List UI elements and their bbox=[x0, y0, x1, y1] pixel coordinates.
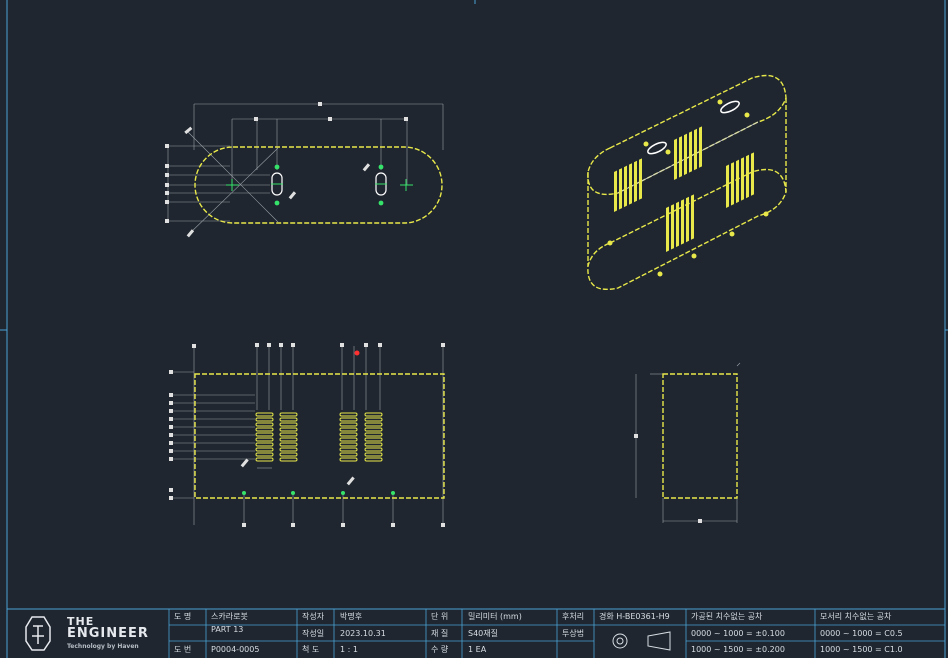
top-view-outline bbox=[194, 146, 443, 224]
isometric-view bbox=[587, 74, 787, 290]
tol2-row2: 1000 ~ 1500 = C1.0 bbox=[820, 645, 903, 654]
tol1-title: 가공된 치수없는 공차 bbox=[691, 612, 763, 621]
iso-holes bbox=[607, 99, 769, 277]
qty: 1 EA bbox=[468, 645, 487, 654]
material-label: 재 질 bbox=[431, 629, 449, 638]
front-view-outline bbox=[194, 373, 445, 499]
drawing-no-label: 도 번 bbox=[174, 645, 192, 654]
date: 2023.10.31 bbox=[340, 629, 386, 638]
qty-label: 수 량 bbox=[431, 645, 449, 654]
author: 박명후 bbox=[340, 612, 363, 621]
tol1-row1: 0000 ~ 1000 = ±0.100 bbox=[691, 629, 785, 638]
projection-label: 투상법 bbox=[562, 629, 585, 638]
top-view-holes bbox=[274, 164, 384, 206]
unit-label: 단 위 bbox=[431, 612, 449, 621]
material: S40재질 bbox=[468, 629, 498, 638]
scale-label: 척 도 bbox=[302, 645, 320, 654]
tol2-row1: 0000 ~ 1000 = C0.5 bbox=[820, 629, 903, 638]
front-view-dim-ticks bbox=[169, 343, 445, 527]
logo-line1: THE bbox=[67, 615, 95, 628]
tol1-row2: 1000 ~ 1500 = ±0.200 bbox=[691, 645, 785, 654]
iso-vent-groups bbox=[614, 126, 754, 252]
logo-tagline: Technology by Haven bbox=[67, 643, 139, 650]
drawing-name-2: PART 13 bbox=[211, 625, 244, 634]
title-block-grid bbox=[168, 609, 945, 658]
front-view bbox=[169, 343, 445, 527]
unit: 밀리미터 (mm) bbox=[468, 612, 522, 621]
tol2-title: 모서리 치수없는 공차 bbox=[820, 612, 892, 621]
side-view-outline bbox=[662, 373, 738, 499]
top-view-dimensions bbox=[167, 103, 444, 236]
author-label: 작성자 bbox=[302, 612, 325, 621]
top-view-slots bbox=[271, 172, 387, 196]
scale: 1 : 1 bbox=[340, 645, 358, 654]
top-view-centers bbox=[226, 179, 413, 191]
drawing-name-1: 스카라로봇 bbox=[211, 612, 248, 621]
front-view-holes bbox=[242, 491, 395, 495]
date-label: 작성일 bbox=[302, 629, 325, 638]
front-view-marker bbox=[354, 350, 360, 356]
logo-line2: ENGINEER bbox=[67, 626, 149, 641]
post-label: 후처리 bbox=[562, 612, 585, 621]
engineer-logo-icon bbox=[25, 616, 51, 651]
drawing-no: P0004-0005 bbox=[211, 645, 260, 654]
top-view-dim-ticks bbox=[165, 102, 408, 223]
projection-symbol bbox=[612, 631, 671, 651]
iso-bottom-outline bbox=[587, 168, 787, 290]
top-view bbox=[165, 102, 444, 238]
iso-top-outline bbox=[587, 74, 787, 196]
drawing-name-label: 도 명 bbox=[174, 612, 192, 621]
side-view bbox=[634, 362, 741, 523]
post-value: 경화 H-BE0361-H9 bbox=[599, 612, 670, 621]
front-view-vent-slots bbox=[255, 412, 383, 462]
top-view-notes bbox=[184, 126, 371, 238]
iso-slots bbox=[647, 100, 740, 155]
